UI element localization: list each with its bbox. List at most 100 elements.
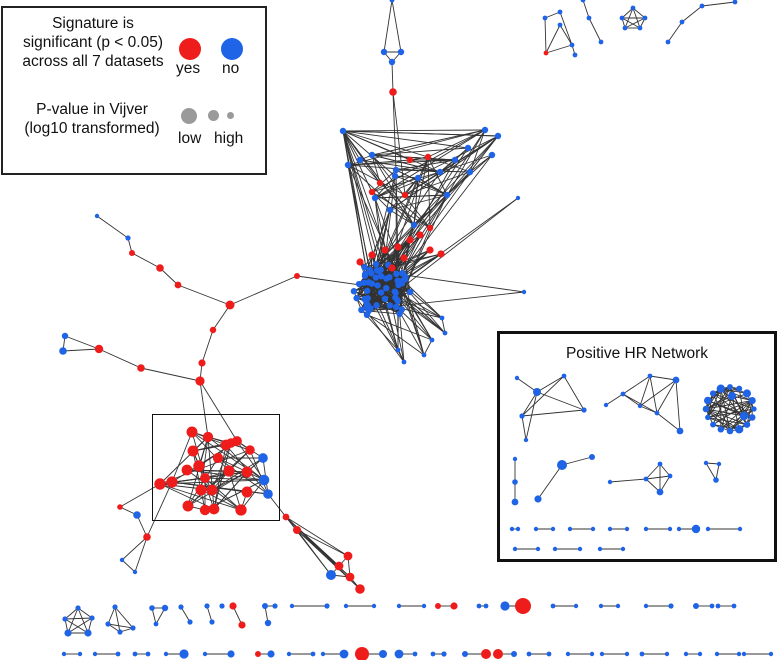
main-node-not-significant <box>598 39 604 45</box>
main-node-not-significant <box>61 332 69 340</box>
main-node-not-significant <box>430 651 436 657</box>
main-node-significant <box>202 431 214 443</box>
main-edge <box>229 275 298 306</box>
inset-edge <box>729 386 745 417</box>
main-edge <box>64 607 79 620</box>
legend-no-label: no <box>222 60 240 77</box>
inset-node-not-significant <box>743 421 751 428</box>
legend-pvalue-text: P-value in Vijver (log10 transformed) <box>7 100 177 138</box>
main-node-significant <box>394 243 402 251</box>
main-node-not-significant <box>267 650 275 658</box>
inset-node-not-significant <box>533 526 539 532</box>
main-node-significant <box>195 376 205 386</box>
main-node-not-significant <box>732 0 738 5</box>
main-edge <box>394 175 419 179</box>
legend-sig-line-2: significant (p < 0.05) <box>22 34 163 51</box>
main-node-not-significant <box>586 15 592 21</box>
main-node-significant <box>293 526 301 534</box>
main-node-not-significant <box>355 280 363 288</box>
inset-node-not-significant <box>512 546 518 552</box>
legend-yes-red-dot <box>179 38 201 60</box>
main-edge <box>469 154 493 173</box>
main-edge <box>236 440 265 481</box>
inset-edge <box>521 391 538 417</box>
inset-node-not-significant <box>703 460 709 466</box>
main-node-not-significant <box>84 629 92 637</box>
main-node-not-significant <box>462 651 468 657</box>
main-edge <box>371 154 431 229</box>
main-node-significant <box>543 50 549 56</box>
positive-hr-network-inset: Positive HR Network <box>497 331 777 562</box>
main-edge <box>98 348 142 369</box>
main-node-not-significant <box>392 289 399 297</box>
main-edge <box>389 135 499 211</box>
main-node-significant <box>493 649 503 659</box>
main-node-not-significant <box>381 295 389 303</box>
main-edge <box>371 129 486 193</box>
main-node-not-significant <box>565 651 571 657</box>
legend-mid-pvalue-dot <box>208 110 219 121</box>
inset-node-not-significant <box>607 479 613 485</box>
main-edge <box>67 617 93 634</box>
main-node-not-significant <box>619 15 625 21</box>
main-edge <box>96 215 129 239</box>
inset-edge <box>705 408 745 417</box>
main-node-not-significant <box>133 511 141 519</box>
main-node-not-significant <box>421 352 427 358</box>
main-node-not-significant <box>380 48 388 56</box>
main-node-not-significant <box>394 649 404 659</box>
inset-edge <box>675 379 681 432</box>
main-node-not-significant <box>386 302 394 309</box>
main-node-not-significant <box>476 603 482 609</box>
main-node-not-significant <box>557 9 563 15</box>
main-node-significant <box>406 156 414 164</box>
main-node-not-significant <box>542 15 548 21</box>
main-node-not-significant <box>373 302 380 309</box>
inset-node-not-significant <box>512 479 518 485</box>
legend-low-label: low <box>178 130 202 147</box>
main-node-not-significant <box>227 650 235 658</box>
main-node-significant <box>334 561 344 571</box>
main-node-significant <box>186 426 198 438</box>
main-node-not-significant <box>388 58 396 66</box>
main-node-not-significant <box>436 168 444 176</box>
main-node-not-significant <box>515 195 521 201</box>
main-node-not-significant <box>61 651 67 657</box>
inset-node-not-significant <box>514 375 520 381</box>
main-node-not-significant <box>396 603 402 609</box>
main-node-not-significant <box>258 474 270 486</box>
inset-node-not-significant <box>748 396 756 405</box>
main-node-not-significant <box>557 22 563 28</box>
main-node-not-significant <box>466 168 474 176</box>
main-edge <box>347 129 486 166</box>
main-node-not-significant <box>377 289 385 296</box>
main-node-not-significant <box>132 651 138 657</box>
inset-edge <box>656 412 681 432</box>
main-edge <box>545 44 573 54</box>
main-edge <box>667 21 683 43</box>
main-edge <box>206 605 213 623</box>
inset-node-not-significant <box>705 526 711 532</box>
main-node-not-significant <box>364 287 371 295</box>
main-node-not-significant <box>392 303 400 311</box>
main-node-not-significant <box>163 651 169 657</box>
main-edge <box>67 607 79 634</box>
inset-edge <box>645 463 661 480</box>
main-node-not-significant <box>209 619 215 625</box>
main-node-significant <box>400 254 408 262</box>
main-node-not-significant <box>339 127 347 135</box>
main-node-significant <box>187 445 199 457</box>
main-node-not-significant <box>736 651 742 657</box>
main-edge <box>342 130 399 286</box>
main-node-not-significant <box>386 274 393 281</box>
main-node-significant <box>223 465 235 477</box>
main-node-not-significant <box>112 604 118 610</box>
inset-node-not-significant <box>561 373 567 379</box>
main-node-significant <box>225 300 235 310</box>
inset-node-not-significant <box>728 392 736 400</box>
inset-node-not-significant <box>726 427 734 435</box>
main-edge <box>364 275 405 363</box>
main-node-not-significant <box>161 604 169 612</box>
main-node-not-significant <box>464 144 472 152</box>
inset-edge <box>563 375 585 411</box>
